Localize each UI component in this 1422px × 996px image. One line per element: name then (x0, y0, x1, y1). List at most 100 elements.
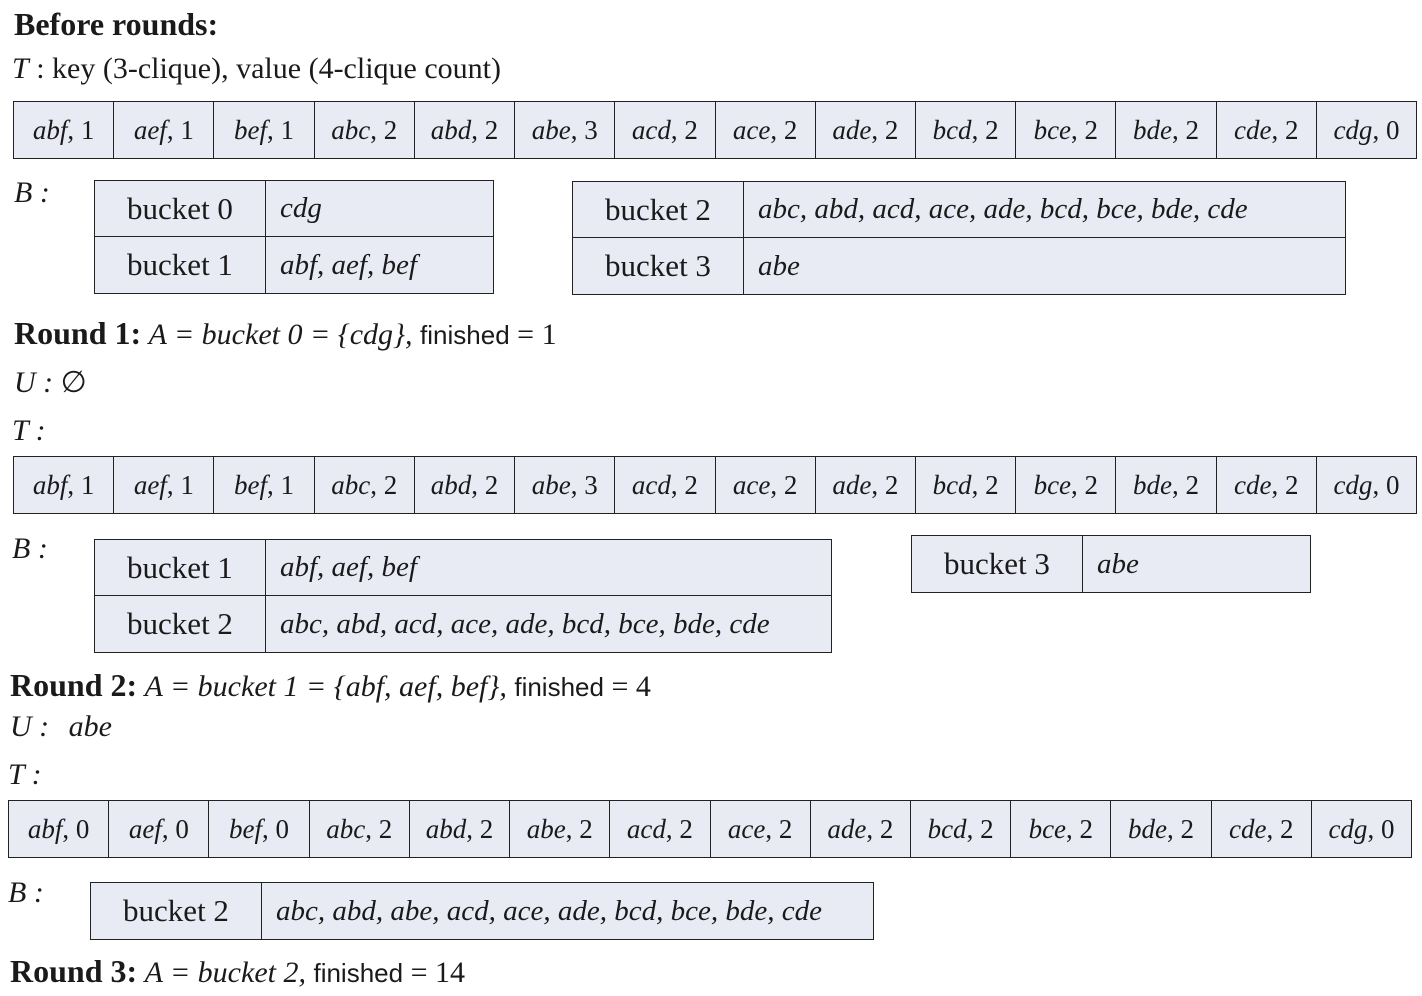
t-cell-value: , 2 (866, 813, 894, 844)
t-cell: abd, 2 (415, 102, 516, 158)
t-cell: abe, 3 (515, 102, 616, 158)
t-cell-value: , 2 (670, 114, 698, 145)
t-cell-value: , 2 (1271, 469, 1299, 500)
t-cell-key: bde (1133, 114, 1172, 145)
t-cell-value: , 2 (1172, 469, 1199, 500)
round2-label: Round 2: (10, 667, 138, 703)
t-cell: bde, 2 (1111, 801, 1212, 857)
before-b-label: B : (14, 176, 50, 209)
t-cell-key: bce (1033, 469, 1072, 500)
t-cell: acd, 2 (615, 102, 716, 158)
t-cell: bde, 2 (1116, 102, 1217, 158)
t-cell: cdg, 0 (1317, 457, 1416, 513)
bucket-items: abf, aef, bef (280, 551, 417, 583)
t-cell: cdg, 0 (1317, 102, 1416, 158)
round2-u-value: abe (68, 710, 112, 743)
bucket-items: abe (1097, 547, 1139, 580)
t-cell: abf, 1 (14, 457, 115, 513)
t-cell: cde, 2 (1212, 801, 1312, 857)
t-cell-key: abe (531, 469, 571, 500)
round1-finished-val: = 1 (517, 318, 557, 351)
t-cell-value: , 2 (1071, 469, 1099, 500)
t-cell: ade, 2 (811, 801, 911, 857)
t-cell-key: bce (1033, 114, 1072, 145)
t-cell-key: bcd (927, 813, 967, 844)
bucket-name: bucket 0 (95, 181, 266, 236)
round2-u-label: U : (10, 710, 50, 743)
t-cell-value: , 3 (570, 469, 598, 500)
t-cell-value: , 2 (1066, 813, 1094, 844)
t-cell: abf, 0 (9, 801, 110, 857)
round2-finished-word: finished (514, 672, 604, 702)
t-cell-value: , 1 (267, 114, 295, 145)
t-cell: cde, 2 (1217, 102, 1317, 158)
round1-t-label: T : (12, 414, 46, 447)
t-symbol: T (12, 52, 29, 85)
t-cell-key: acd (631, 114, 671, 145)
bucket-name: bucket 2 (573, 182, 744, 237)
bucket-items: abe (758, 249, 800, 282)
bucket-name: bucket 1 (95, 237, 266, 293)
bucket-items: abf, aef, bef (280, 248, 417, 281)
t-cell-value: , 2 (471, 114, 499, 145)
bucket-name: bucket 1 (95, 540, 266, 595)
t-cell-key: ace (727, 813, 766, 844)
t-cell-key: aef (133, 469, 167, 500)
t-cell-value: , 2 (1167, 813, 1194, 844)
t-cell-value: , 2 (871, 114, 899, 145)
t-cell-key: bce (1028, 813, 1067, 844)
t-cell-value: , 0 (62, 813, 90, 844)
t-cell-key: cde (1234, 114, 1272, 145)
t-cell-key: abe (526, 813, 566, 844)
t-cell: bef, 1 (214, 457, 315, 513)
t-cell-key: acd (631, 469, 671, 500)
t-cell-key: ace (732, 114, 771, 145)
t-cell: bef, 1 (214, 102, 315, 158)
t-cell-key: bde (1133, 469, 1172, 500)
round1-a-expr: A = bucket 0 = {cdg}, (148, 318, 413, 351)
round2-title: Round 2: A = bucket 1 = {abf, aef, bef},… (10, 668, 651, 704)
t-cell-value: , 2 (1266, 813, 1294, 844)
t-cell: acd, 2 (615, 457, 716, 513)
t-cell-key: ade (832, 469, 872, 500)
t-cell: acd, 2 (610, 801, 711, 857)
t-cell-key: abf (32, 469, 68, 500)
t-cell: bde, 2 (1116, 457, 1217, 513)
t-cell-key: bcd (932, 114, 972, 145)
t-cell-value: , 2 (971, 469, 999, 500)
round1-label: Round 1: (14, 315, 142, 351)
round2-a-expr: A = bucket 1 = {abf, aef, bef}, (144, 670, 507, 703)
t-cell-key: abf (32, 114, 68, 145)
t-cell: bce, 2 (1011, 801, 1112, 857)
t-cell: ace, 2 (716, 102, 816, 158)
t-cell-value: , 2 (971, 114, 999, 145)
t-cell-value: , 2 (770, 114, 798, 145)
t-cell-key: ade (827, 813, 867, 844)
t-cell: bce, 2 (1016, 102, 1117, 158)
t-cell-value: , 2 (565, 813, 593, 844)
t-cell: abc, 2 (315, 102, 415, 158)
t-cell: ade, 2 (816, 457, 916, 513)
t-cell-value: , 2 (670, 469, 698, 500)
t-cell: cde, 2 (1217, 457, 1317, 513)
t-cell-value: , 2 (1271, 114, 1299, 145)
round3-title: Round 3: A = bucket 2, finished = 14 (10, 954, 465, 990)
round1-u-value: ∅ (60, 366, 87, 399)
round1-title: Round 1: A = bucket 0 = {cdg}, finished … (14, 316, 557, 352)
t-cell: ace, 2 (716, 457, 816, 513)
t-cell-key: abe (531, 114, 571, 145)
round1-b-label: B : (12, 532, 48, 565)
t-cell-value: , 3 (570, 114, 598, 145)
